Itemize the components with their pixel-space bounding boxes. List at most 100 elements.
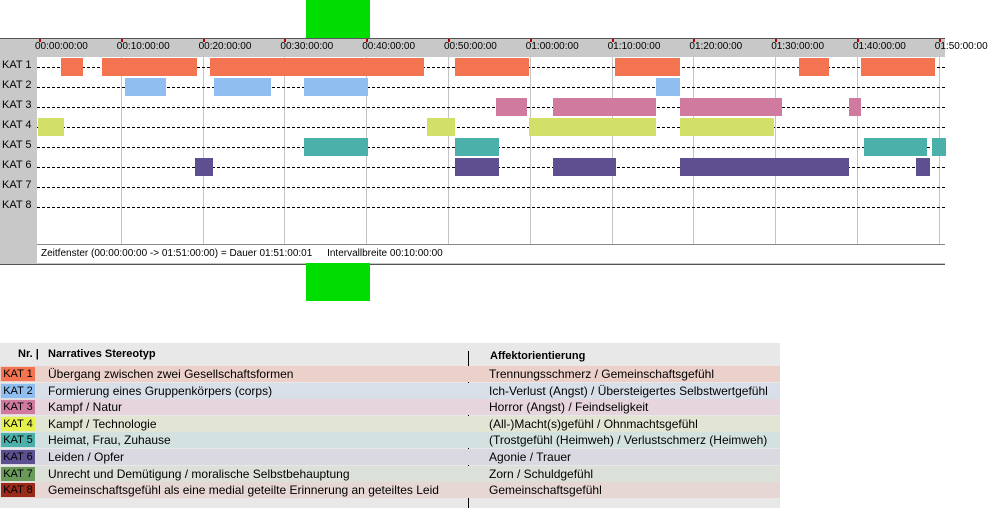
timeline-segment[interactable]	[303, 78, 368, 96]
legend-affekt: (All-)Macht(s)gefühl / Ohnmachtsgefühl	[489, 416, 698, 431]
tick-mark	[202, 39, 205, 42]
legend-code: KAT 2	[1, 383, 35, 398]
tick-label: 01:50:00:00	[934, 41, 988, 52]
row-label: KAT 2	[2, 79, 32, 91]
row-line	[37, 207, 945, 208]
legend-code: KAT 3	[1, 400, 35, 415]
timeline-segment[interactable]	[426, 118, 456, 136]
grid-line	[202, 57, 204, 244]
timeline-segment[interactable]	[864, 138, 927, 156]
timeline-segment[interactable]	[102, 58, 198, 76]
legend-code: KAT 1	[1, 367, 35, 381]
legend-affekt: (Trostgefühl (Heimweh) / Verlustschmerz …	[489, 433, 768, 448]
legend-stereotyp: Übergang zwischen zwei Gesellschaftsform…	[48, 367, 294, 381]
legend-affekt: Trennungsschmerz / Gemeinschaftsgefühl	[489, 367, 714, 381]
timeline-segment[interactable]	[209, 58, 424, 76]
timeline-segment[interactable]	[655, 78, 681, 96]
legend-affekt: Zorn / Schuldgefühl	[489, 466, 594, 481]
tick-label: 00:10:00:00	[116, 41, 170, 52]
grid-line	[693, 57, 695, 244]
legend-row: KAT 1 Übergang zwischen zwei Gesellschaft…	[0, 366, 780, 382]
row-label: KAT 6	[2, 159, 32, 171]
legend-stereotyp: Leiden / Opfer	[48, 450, 125, 464]
grid-line	[529, 57, 531, 244]
legend-stereotyp: Kampf / Technologie	[48, 416, 157, 431]
legend-code: KAT 4	[1, 416, 35, 431]
tick-label: 01:00:00:00	[525, 41, 579, 52]
timeline-segment[interactable]	[455, 158, 499, 176]
tick-label: 00:30:00:00	[280, 41, 334, 52]
legend-row: KAT 3 Kampf / Natur Horror (Angst) / Feind…	[0, 399, 780, 416]
legend-row: KAT 8 Gemeinschaftsgefühl als eine medial…	[0, 482, 780, 499]
tick-mark	[693, 39, 696, 42]
legend-code: KAT 5	[1, 433, 35, 448]
green-marker-top	[306, 0, 370, 38]
timeline-segment[interactable]	[455, 58, 529, 76]
timeline-segment[interactable]	[194, 158, 213, 176]
tick-mark	[611, 39, 614, 42]
tick-mark	[857, 39, 859, 42]
grid-line	[284, 57, 286, 244]
tick-label: 01:40:00:00	[853, 41, 906, 52]
grid-line	[857, 57, 858, 244]
timeline-segment[interactable]	[798, 58, 829, 76]
legend-stereotyp: Gemeinschaftsgefühl als eine medial gete…	[48, 483, 439, 498]
timeline-segment[interactable]	[528, 118, 656, 136]
tick-label: 01:10:00:00	[607, 41, 661, 52]
timeline-segment[interactable]	[915, 158, 930, 176]
legend-stereotyp: Kampf / Natur	[48, 400, 123, 415]
legend-row: KAT 7 Unrecht und Demütigung / moralische…	[0, 465, 780, 482]
tick-label: 00:40:00:00	[362, 41, 416, 52]
row-line	[37, 87, 945, 88]
tick-label: 01:30:00:00	[771, 41, 825, 52]
timeline-segment[interactable]	[125, 78, 167, 96]
timeline-segment[interactable]	[932, 138, 946, 156]
legend-affekt: Horror (Angst) / Feindseligkeit	[489, 400, 649, 415]
legend-row: KAT 4 Kampf / Technologie (All-)Macht(s)ge…	[0, 415, 780, 432]
timeline-plot[interactable]: Zeitfenster (00:00:00:00 -> 01:51:00:00)…	[37, 57, 946, 263]
legend-header-stereotyp: Narratives Stereotyp	[48, 348, 156, 360]
timeline-segment[interactable]	[213, 78, 272, 96]
legend-affekt: Ich-Verlust (Angst) / Übersteigertes Sel…	[489, 383, 768, 398]
legend-table: Nr. | Narratives Stereotyp Affektorienti…	[0, 343, 780, 508]
grid-line	[120, 57, 122, 244]
timeline-segment[interactable]	[553, 98, 656, 116]
legend-header-nr: Nr. |	[18, 348, 39, 360]
tick-mark	[284, 39, 287, 42]
timeline-segment[interactable]	[496, 98, 528, 116]
tick-mark	[39, 39, 41, 42]
timeline-segment[interactable]	[680, 98, 783, 116]
legend-code: KAT 6	[1, 450, 35, 464]
legend-code: KAT 7	[1, 466, 35, 481]
row-label: KAT 7	[2, 179, 32, 191]
timeline-segment[interactable]	[680, 118, 775, 136]
status-bar: Zeitfenster (00:00:00:00 -> 01:51:00:00)…	[37, 244, 945, 263]
row-line	[37, 187, 945, 188]
timeline-segment[interactable]	[303, 138, 368, 156]
timeline-segment[interactable]	[38, 118, 64, 136]
legend-code: KAT 8	[1, 483, 35, 498]
legend-stereotyp: Unrecht und Demütigung / moralische Selb…	[48, 466, 350, 481]
legend-affekt: Agonie / Trauer	[489, 450, 572, 464]
timeline-segment[interactable]	[861, 58, 936, 76]
status-interval: Intervallbreite 00:10:00:00	[327, 248, 443, 259]
tick-mark	[775, 39, 778, 42]
row-line	[37, 127, 945, 128]
tick-mark	[448, 39, 450, 42]
timeline-segment[interactable]	[455, 138, 499, 156]
tick-label: 00:50:00:00	[444, 41, 497, 52]
timeline-segment[interactable]	[553, 158, 617, 176]
tick-label: 01:20:00:00	[689, 41, 743, 52]
tick-mark	[938, 39, 941, 42]
tick-mark	[366, 39, 369, 42]
timeline-segment[interactable]	[680, 158, 850, 176]
green-marker-bottom	[306, 263, 370, 301]
grid-line	[611, 57, 613, 244]
legend-row: KAT 6 Leiden / Opfer Agonie / Trauer	[0, 449, 780, 465]
timeline-segment[interactable]	[61, 58, 83, 76]
timeline-segment[interactable]	[614, 58, 681, 76]
tick-mark	[120, 39, 123, 42]
timeline-segment[interactable]	[849, 98, 862, 116]
